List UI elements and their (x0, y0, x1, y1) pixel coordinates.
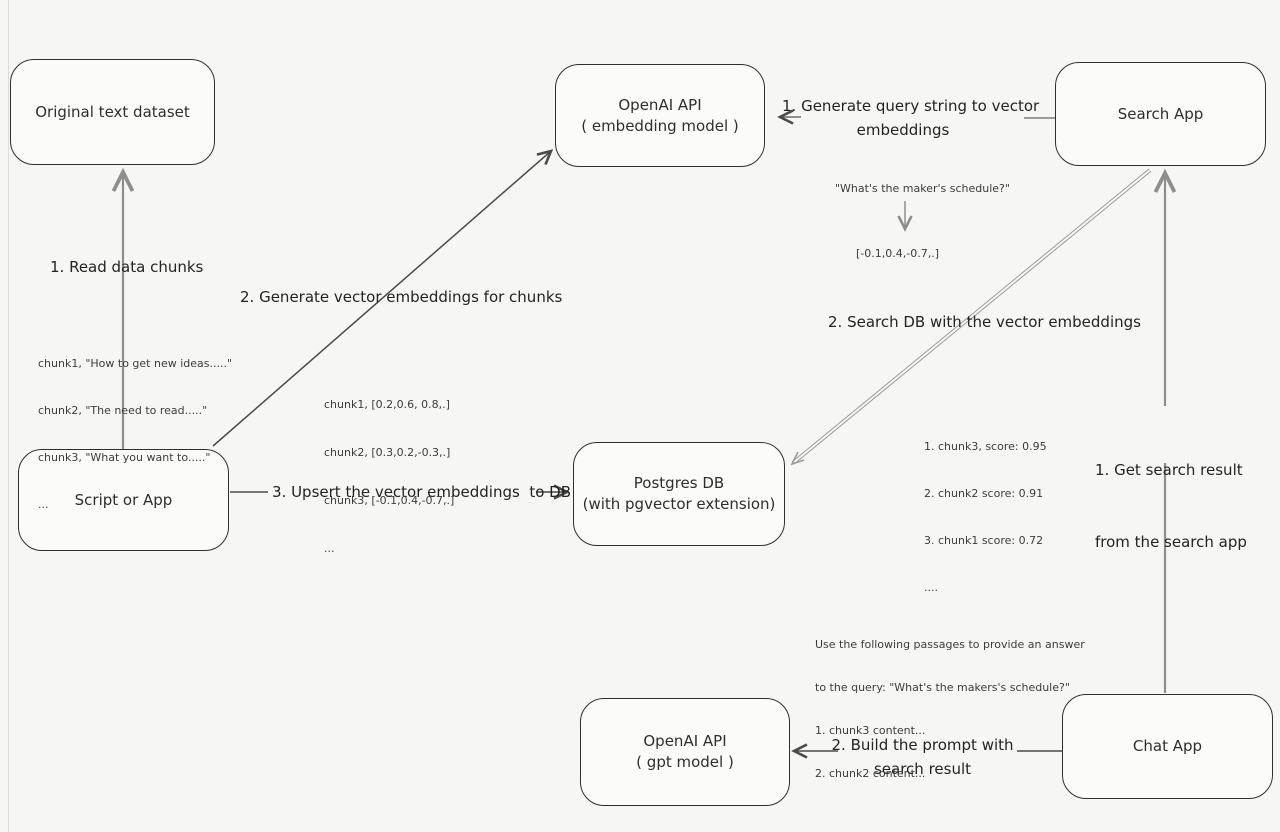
annotation-line: 1. chunk3 content... (815, 724, 926, 737)
node-label-line2: ( embedding model ) (581, 116, 739, 135)
annotation-chunk-vectors: chunk1, [0.2,0.6, 0.8,.] chunk2, [0.3,0.… (324, 368, 454, 573)
edge-label-query-string-line2: embeddings (856, 121, 950, 139)
node-label-line1: Postgres DB (633, 474, 725, 492)
edge-label-generate-embeddings: 2. Generate vector embeddings for chunks (240, 288, 563, 306)
annotation-line: chunk1, [0.2,0.6, 0.8,.] (324, 398, 450, 411)
node-postgres-db[interactable]: Postgres DB (with pgvector extension) (573, 442, 785, 546)
node-label: Original text dataset (35, 102, 190, 121)
annotation-line: 2. chunk2 content... (815, 767, 926, 780)
annotation-query-text: "What's the maker's schedule?" (835, 182, 1010, 195)
annotation-line: Use the following passages to provide an… (815, 638, 1085, 651)
arrow-search-db-head (790, 451, 805, 466)
node-label-line1: OpenAI API (618, 95, 702, 114)
arrow-generate-embeddings (212, 149, 554, 447)
node-label: Script or App (74, 490, 173, 509)
annotation-search-scores: 1. chunk3, score: 0.95 2. chunk2 score: … (924, 410, 1047, 611)
annotation-chunk-texts: chunk1, "How to get new ideas....." chun… (38, 327, 232, 528)
node-chat-app[interactable]: Chat App (1062, 694, 1273, 799)
edge-label-build-prompt-line2: search result (873, 760, 972, 778)
node-label: Search App (1117, 104, 1204, 123)
canvas-left-border (8, 0, 9, 832)
edge-label-get-result-line1: 1. Get search result (1095, 461, 1243, 479)
annotation-line: 3. chunk1 score: 0.72 (924, 534, 1044, 547)
edge-label-query-string-line1: 1. Generate query string to vector (782, 97, 1040, 115)
node-openai-gpt[interactable]: OpenAI API ( gpt model ) (580, 698, 790, 806)
annotation-line: chunk3, "What you want to....." (38, 451, 211, 464)
node-label-line2: (with pgvector extension) (582, 495, 776, 513)
edge-label-get-result: 1. Get search result from the search app (1095, 410, 1247, 578)
annotation-line: to the query: "What's the makers's sched… (815, 681, 1070, 694)
annotation-prompt-text: Use the following passages to provide an… (815, 610, 1085, 795)
annotation-line: 2. chunk2 score: 0.91 (924, 487, 1044, 500)
edge-label-build-prompt: 2. Build the prompt with search result (830, 733, 1015, 781)
annotation-line: chunk2, [0.3,0.2,-0.3,.] (324, 446, 451, 459)
node-original-text-dataset[interactable]: Original text dataset (10, 59, 215, 165)
annotation-line: chunk3, [-0.1,0.4,-0.7,.] (324, 494, 455, 507)
node-label: Chat App (1132, 737, 1203, 755)
annotation-line: ... (324, 542, 335, 555)
annotation-line: 1. chunk3, score: 0.95 (924, 440, 1047, 453)
annotation-line: chunk2, "The need to read....." (38, 404, 208, 417)
annotation-line: chunk1, "How to get new ideas....." (38, 357, 233, 370)
annotation-line: .... (924, 581, 938, 594)
node-label-line1: OpenAI API (643, 732, 727, 750)
arrow-search-db-inner (792, 169, 1151, 464)
node-script-or-app[interactable]: Script or App (18, 449, 229, 551)
edge-label-get-result-line2: from the search app (1095, 533, 1247, 551)
edge-label-read-chunks: 1. Read data chunks (50, 258, 204, 276)
node-label-line2: ( gpt model ) (636, 753, 734, 771)
node-search-app[interactable]: Search App (1055, 62, 1266, 166)
edge-label-query-string: 1. Generate query string to vector embed… (782, 94, 1040, 142)
annotation-line: ... (38, 498, 49, 511)
edge-label-search-db: 2. Search DB with the vector embeddings (828, 313, 1141, 331)
annotation-query-vector: [-0.1,0.4,-0.7,.] (856, 247, 939, 260)
edge-label-build-prompt-line1: 2. Build the prompt with (831, 736, 1014, 754)
node-openai-embedding[interactable]: OpenAI API ( embedding model ) (555, 64, 765, 167)
